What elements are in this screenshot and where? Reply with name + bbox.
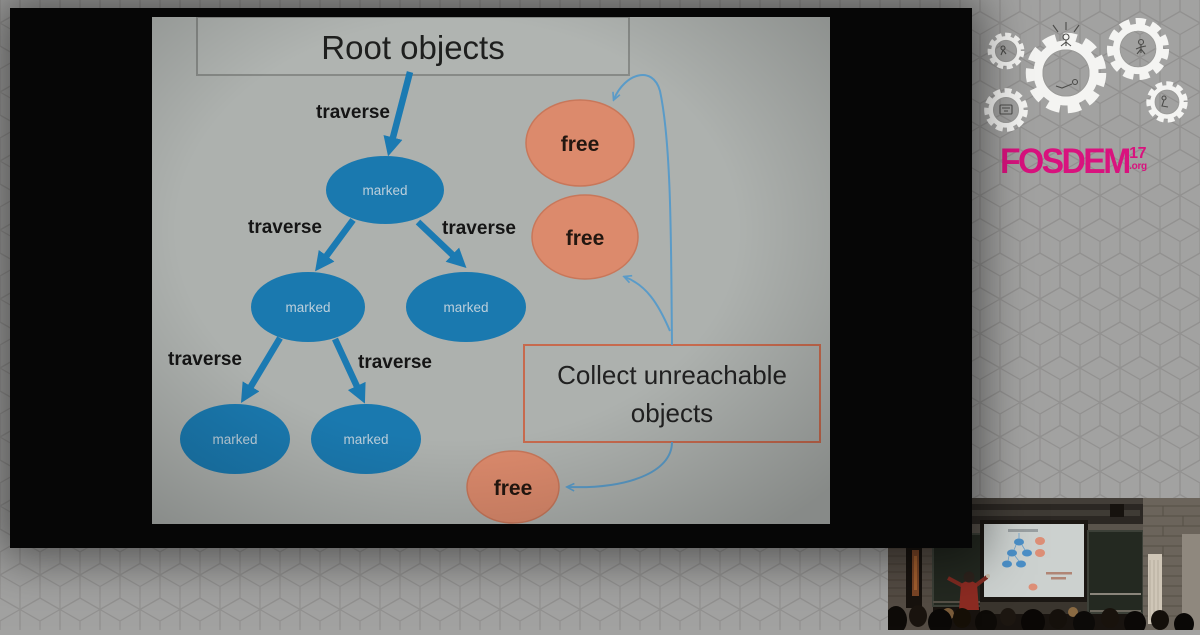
gear-icon — [984, 88, 1028, 132]
brick-wall-right — [1143, 498, 1200, 630]
stick-figure-icon — [1135, 38, 1147, 55]
ceiling-speaker-box — [1110, 504, 1124, 517]
gear-icon — [1025, 22, 1107, 114]
fosdem-year-block: 17 .org — [1129, 145, 1147, 172]
stick-figure-icon — [1000, 45, 1007, 56]
projector-screen — [980, 520, 1088, 614]
gc-slide: Root objects traverse traverse traverse … — [152, 17, 830, 524]
gear-icon — [987, 32, 1025, 70]
fosdem-gears-illustration — [984, 17, 1188, 132]
mini-marked-nodes — [1002, 538, 1032, 568]
robot-doodle-icon — [999, 104, 1013, 115]
video-frame: Root objects traverse traverse traverse … — [10, 8, 972, 548]
slide-vignette — [152, 17, 830, 524]
audience-silhouettes — [885, 605, 1194, 635]
fosdem-wordmark: FOSDEM — [1000, 140, 1131, 181]
stick-figure-icon — [1052, 22, 1080, 89]
fosdem-logo: FOSDEM 17 .org — [1000, 140, 1147, 181]
speaker-silhouette — [947, 571, 990, 610]
fosdem-tld: .org — [1129, 160, 1147, 172]
gear-icon — [1146, 81, 1188, 123]
blackboard-right — [1087, 524, 1144, 614]
gear-icon — [1106, 17, 1170, 81]
fosdem-year: 17 — [1129, 145, 1146, 162]
stick-figure-icon — [1161, 95, 1169, 108]
mini-free-nodes — [1028, 537, 1045, 591]
